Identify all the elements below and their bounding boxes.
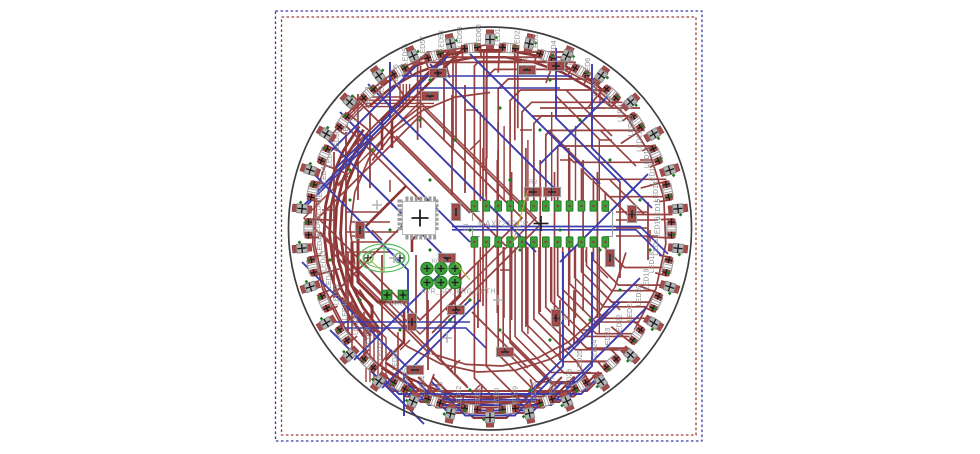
svg-text:LED15: LED15 (655, 199, 662, 221)
svg-text:R2: R2 (529, 179, 538, 186)
svg-text:LED29: LED29 (513, 386, 520, 408)
svg-text:LED27: LED27 (549, 376, 556, 398)
svg-text:PWR05: PWR05 (386, 301, 410, 308)
svg-text:LED45: LED45 (315, 215, 322, 237)
svg-text:LED59: LED59 (457, 26, 464, 48)
svg-text:LED57: LED57 (420, 36, 427, 58)
svg-text:LED44: LED44 (317, 233, 324, 255)
svg-text:LED8: LED8 (606, 91, 613, 109)
svg-text:LED50: LED50 (334, 129, 341, 151)
svg-text:LED35: LED35 (402, 368, 409, 390)
svg-text:LED60: LED60 (476, 24, 483, 46)
svg-text:KCP: KCP (432, 259, 444, 265)
svg-text:LED34: LED34 (420, 376, 427, 398)
svg-text:LED5: LED5 (569, 48, 576, 66)
svg-text:LED25: LED25 (577, 350, 584, 372)
svg-text:LED37: LED37 (378, 339, 385, 361)
svg-text:LED40: LED40 (342, 299, 349, 321)
svg-text:LED2: LED2 (514, 30, 521, 48)
svg-text:LED41: LED41 (333, 284, 340, 306)
svg-text:LED43: LED43 (321, 250, 328, 272)
svg-text:LED32: LED32 (456, 386, 463, 408)
svg-text:S1: S1 (463, 223, 470, 231)
svg-text:LED33: LED33 (438, 382, 445, 404)
svg-text:LED24: LED24 (592, 339, 599, 361)
svg-text:LED17: LED17 (653, 234, 660, 256)
svg-text:LED3: LED3 (533, 34, 540, 52)
svg-text:LED11: LED11 (637, 131, 644, 152)
svg-text:LED9: LED9 (618, 104, 625, 122)
svg-text:LED19: LED19 (644, 268, 651, 290)
svg-text:LED7: LED7 (592, 79, 599, 97)
svg-text:LED26: LED26 (567, 369, 574, 391)
svg-text:LED4: LED4 (551, 40, 558, 58)
svg-text:LED52: LED52 (353, 100, 360, 122)
svg-text:LED48: LED48 (321, 162, 328, 184)
svg-text:LED20: LED20 (636, 285, 643, 307)
svg-text:LED13: LED13 (649, 164, 656, 186)
svg-text:2K: 2K (521, 57, 530, 64)
svg-text:LED22: LED22 (617, 314, 624, 336)
svg-text:LED30: LED30 (494, 388, 501, 410)
svg-text:LED21: LED21 (627, 300, 634, 322)
svg-text:LED23: LED23 (605, 328, 612, 350)
svg-text:LED28: LED28 (531, 382, 538, 404)
svg-text:LED46: LED46 (315, 197, 322, 219)
svg-text:LED58: LED58 (438, 30, 445, 52)
svg-text:LED36: LED36 (392, 349, 399, 371)
svg-text:LED39: LED39 (353, 313, 360, 335)
svg-text:LED16: LED16 (655, 216, 662, 238)
svg-text:LED56: LED56 (403, 44, 410, 66)
svg-text:LED12: LED12 (644, 147, 651, 169)
svg-text:LED47: LED47 (317, 180, 324, 202)
svg-text:LED42: LED42 (326, 267, 333, 289)
svg-text:LED6: LED6 (585, 58, 592, 76)
svg-text:LED49: LED49 (327, 145, 334, 167)
svg-text:LED18: LED18 (649, 252, 656, 274)
svg-text:R8: R8 (562, 315, 571, 322)
svg-text:AVR_SPI_PRG_6PTH: AVR_SPI_PRG_6PTH (421, 289, 496, 296)
svg-text:LED31: LED31 (475, 388, 482, 410)
svg-text:LED1: LED1 (495, 28, 502, 46)
svg-text:LED38: LED38 (364, 327, 371, 349)
svg-text:MAX7219CP: MAX7219CP (478, 220, 529, 229)
svg-text:LED14: LED14 (653, 181, 660, 203)
svg-text:LED10: LED10 (628, 115, 635, 137)
